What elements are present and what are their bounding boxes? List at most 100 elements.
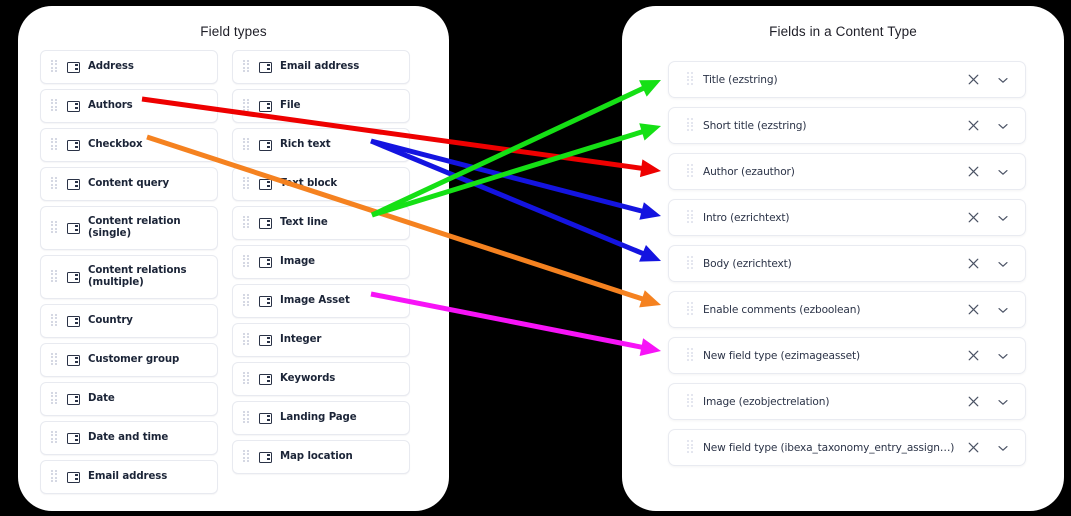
content-type-field-row[interactable]: Body (ezrichtext) [668, 245, 1026, 282]
field-type-item[interactable]: Text line [232, 206, 410, 240]
field-type-item[interactable]: Text block [232, 167, 410, 201]
content-type-field-row[interactable]: Title (ezstring) [668, 61, 1026, 98]
field-type-icon [259, 334, 272, 346]
field-type-icon [259, 295, 272, 307]
drag-handle-icon[interactable] [243, 371, 250, 387]
field-type-icon [259, 256, 272, 268]
chevron-down-icon[interactable] [995, 210, 1011, 226]
field-type-item[interactable]: Checkbox [40, 128, 218, 162]
content-type-field-row[interactable]: Intro (ezrichtext) [668, 199, 1026, 236]
drag-handle-icon[interactable] [243, 332, 250, 348]
drag-handle-icon[interactable] [51, 220, 58, 236]
drag-handle-icon[interactable] [51, 352, 58, 368]
drag-handle-icon[interactable] [687, 210, 694, 225]
drag-handle-icon[interactable] [687, 348, 694, 363]
field-type-item[interactable]: Email address [40, 460, 218, 494]
field-type-label: Integer [280, 333, 322, 345]
field-type-item[interactable]: Map location [232, 440, 410, 474]
field-type-item[interactable]: Rich text [232, 128, 410, 162]
content-type-field-label: Intro (ezrichtext) [703, 211, 790, 224]
field-type-icon [67, 178, 80, 190]
close-icon[interactable] [965, 394, 981, 410]
chevron-down-icon[interactable] [995, 440, 1011, 456]
drag-handle-icon[interactable] [51, 269, 58, 285]
chevron-down-icon[interactable] [995, 164, 1011, 180]
drag-handle-icon[interactable] [51, 176, 58, 192]
field-type-label: Address [88, 60, 134, 72]
field-type-icon [259, 61, 272, 73]
drag-handle-icon[interactable] [687, 394, 694, 409]
content-type-field-row[interactable]: Image (ezobjectrelation) [668, 383, 1026, 420]
field-type-item[interactable]: Content query [40, 167, 218, 201]
close-icon[interactable] [965, 118, 981, 134]
chevron-down-icon[interactable] [995, 394, 1011, 410]
field-type-icon [259, 412, 272, 424]
drag-handle-icon[interactable] [687, 302, 694, 317]
close-icon[interactable] [965, 440, 981, 456]
drag-handle-icon[interactable] [243, 293, 250, 309]
field-type-label: Map location [280, 450, 353, 462]
content-type-field-row[interactable]: New field type (ibexa_taxonomy_entry_ass… [668, 429, 1026, 466]
field-type-item[interactable]: Integer [232, 323, 410, 357]
field-types-title: Field types [200, 24, 267, 39]
content-type-field-row[interactable]: New field type (ezimageasset) [668, 337, 1026, 374]
field-type-item[interactable]: Keywords [232, 362, 410, 396]
field-type-item[interactable]: Content relation (single) [40, 206, 218, 250]
field-type-item[interactable]: Email address [232, 50, 410, 84]
close-icon[interactable] [965, 256, 981, 272]
close-icon[interactable] [965, 72, 981, 88]
field-type-item[interactable]: Date and time [40, 421, 218, 455]
field-type-icon [67, 100, 80, 112]
field-type-item[interactable]: Image Asset [232, 284, 410, 318]
field-type-item[interactable]: Content relations (multiple) [40, 255, 218, 299]
field-type-icon [259, 451, 272, 463]
field-type-item[interactable]: Image [232, 245, 410, 279]
close-icon[interactable] [965, 164, 981, 180]
chevron-down-icon[interactable] [995, 118, 1011, 134]
drag-handle-icon[interactable] [243, 59, 250, 75]
drag-handle-icon[interactable] [51, 59, 58, 75]
chevron-down-icon[interactable] [995, 348, 1011, 364]
content-type-field-label: Author (ezauthor) [703, 165, 795, 178]
field-type-icon [67, 354, 80, 366]
drag-handle-icon[interactable] [243, 98, 250, 114]
drag-handle-icon[interactable] [687, 118, 694, 133]
drag-handle-icon[interactable] [51, 137, 58, 153]
field-type-icon [259, 139, 272, 151]
drag-handle-icon[interactable] [51, 391, 58, 407]
close-icon[interactable] [965, 348, 981, 364]
drag-handle-icon[interactable] [243, 137, 250, 153]
chevron-down-icon[interactable] [995, 302, 1011, 318]
field-type-item[interactable]: Landing Page [232, 401, 410, 435]
field-type-item[interactable]: File [232, 89, 410, 123]
drag-handle-icon[interactable] [687, 72, 694, 87]
drag-handle-icon[interactable] [51, 313, 58, 329]
chevron-down-icon[interactable] [995, 72, 1011, 88]
drag-handle-icon[interactable] [243, 215, 250, 231]
drag-handle-icon[interactable] [243, 176, 250, 192]
content-type-field-row[interactable]: Author (ezauthor) [668, 153, 1026, 190]
field-type-item[interactable]: Date [40, 382, 218, 416]
drag-handle-icon[interactable] [687, 440, 694, 455]
field-type-icon [67, 471, 80, 483]
content-type-field-row[interactable]: Short title (ezstring) [668, 107, 1026, 144]
field-type-item[interactable]: Country [40, 304, 218, 338]
drag-handle-icon[interactable] [687, 256, 694, 271]
drag-handle-icon[interactable] [51, 98, 58, 114]
close-icon[interactable] [965, 302, 981, 318]
chevron-down-icon[interactable] [995, 256, 1011, 272]
field-type-item[interactable]: Authors [40, 89, 218, 123]
field-type-item[interactable]: Customer group [40, 343, 218, 377]
field-type-label: Date [88, 392, 115, 404]
field-type-item[interactable]: Address [40, 50, 218, 84]
drag-handle-icon[interactable] [243, 410, 250, 426]
drag-handle-icon[interactable] [243, 254, 250, 270]
drag-handle-icon[interactable] [51, 430, 58, 446]
drag-handle-icon[interactable] [243, 449, 250, 465]
content-type-field-row[interactable]: Enable comments (ezboolean) [668, 291, 1026, 328]
drag-handle-icon[interactable] [687, 164, 694, 179]
close-icon[interactable] [965, 210, 981, 226]
drag-handle-icon[interactable] [51, 469, 58, 485]
